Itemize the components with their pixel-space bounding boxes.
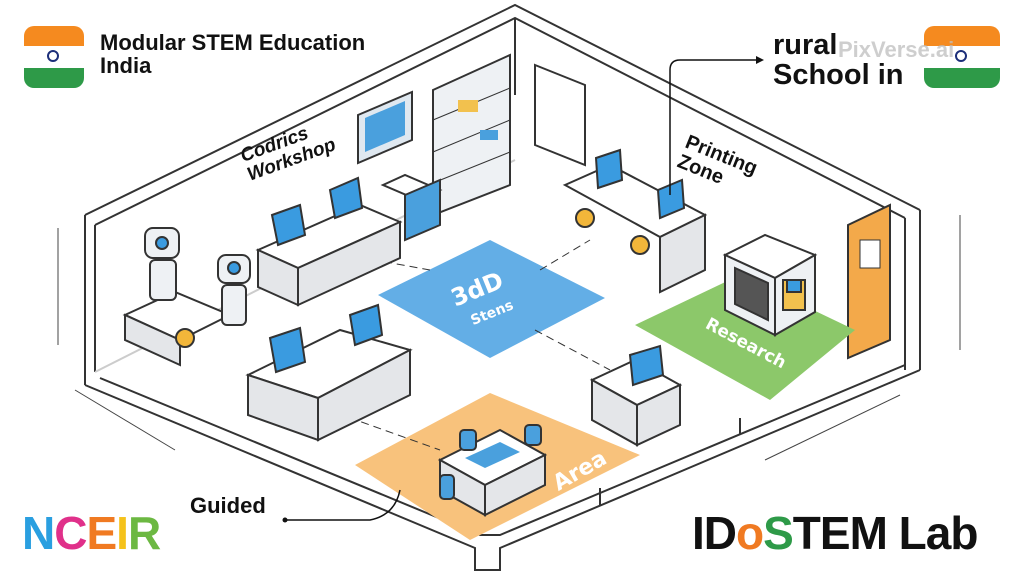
nceir-letter: N	[22, 507, 55, 559]
idostem-lab-logo: IDoSTEM Lab	[692, 506, 979, 560]
logo-part: M Lab	[849, 507, 979, 559]
title-left-line2: India	[100, 53, 152, 79]
bookshelf	[432, 53, 511, 217]
title-right-line2: School in	[773, 59, 904, 92]
title-right: rural School in	[773, 30, 904, 91]
logo-part: o	[736, 507, 764, 559]
group-table	[437, 424, 548, 517]
guided-label: Guided	[190, 493, 266, 518]
nceir-letter: I	[116, 507, 129, 559]
india-flag-left	[24, 26, 84, 88]
stem-zone-floor	[378, 240, 605, 358]
logo-part: ID	[692, 507, 737, 559]
leader-lines	[285, 59, 760, 521]
ashoka-chakra-icon	[47, 50, 59, 62]
nceir-logo: NCEIR	[22, 506, 161, 560]
dot-guided	[282, 517, 288, 523]
nceir-letter: C	[54, 507, 87, 559]
nceir-letter: R	[127, 507, 161, 559]
robot-station	[122, 227, 251, 367]
logo-part: TE	[792, 507, 851, 559]
door-back	[534, 63, 586, 167]
wall-screen	[357, 90, 413, 165]
desk-printing	[562, 148, 708, 294]
desk-center-left	[245, 303, 413, 442]
3d-printer	[722, 233, 818, 337]
arrowhead-rural	[756, 56, 764, 64]
desk-coding	[255, 176, 403, 307]
india-flag-right	[924, 26, 1000, 88]
dimension-lines	[57, 215, 961, 461]
watermark: PixVerse.ai	[838, 37, 955, 62]
cabinet-printer	[380, 173, 443, 242]
desk-center-right	[589, 344, 683, 447]
nceir-letter: E	[86, 507, 117, 559]
door-right	[847, 203, 891, 360]
title-right-line1: rural	[773, 29, 838, 61]
title-left: Modular STEM Education India	[100, 31, 365, 77]
title-left-line1: Modular STEM Education	[100, 30, 366, 55]
logo-part: S	[763, 507, 794, 559]
ashoka-chakra-icon	[955, 50, 967, 62]
